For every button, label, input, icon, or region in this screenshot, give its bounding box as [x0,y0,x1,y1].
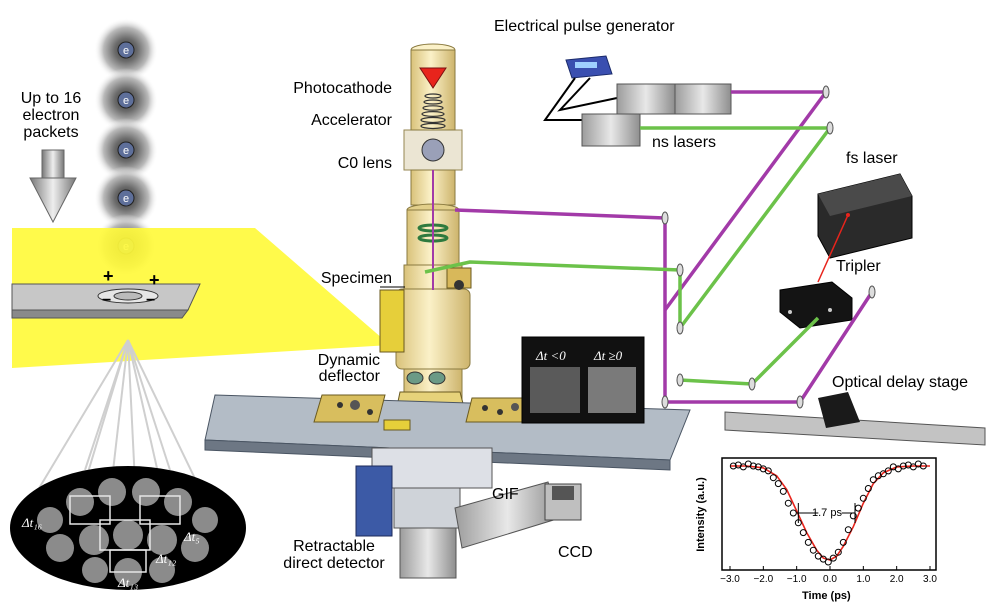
fs-laser-box [817,173,913,259]
chart-frame [721,457,937,571]
data-point [799,529,807,537]
x-tick-label: 2.0 [890,574,904,585]
label-ccd: CCD [558,544,593,561]
data-point [899,462,907,470]
electron-packet: e [94,166,158,230]
data-point [784,499,792,507]
data-point [779,487,787,495]
data-point [769,474,777,482]
detector-screen [10,466,246,590]
data-point [819,555,827,563]
data-point [864,485,872,492]
electron-packet: e [94,18,158,82]
label-deflector-2: deflector [318,368,380,385]
data-point [894,465,902,473]
ns-lasers [581,83,732,147]
optical-delay-stage [724,392,986,446]
label-packets-1: Up to 16 [20,90,82,107]
electron-symbol: e [123,95,129,107]
x-tick-label: −2.0 [753,574,773,585]
inset-chart: −3.0 −2.0 −1.0 0.0 1.0 2.0 3.0 [720,457,937,585]
sample-plus-left: + [103,266,114,286]
data-point [859,494,867,502]
data-point [919,462,927,470]
electron-packet: e [94,118,158,182]
monitor-label-right: Δt ≥0 [594,348,623,363]
electron-symbol: e [123,45,129,57]
data-point [814,552,822,560]
fit-curve [730,465,930,561]
sample-minus-right: − [146,292,156,309]
data-point [729,462,737,470]
label-fs-laser: fs laser [846,150,898,167]
data-point [809,546,817,554]
data-point [834,548,842,556]
data-point [844,526,852,534]
frame-label-dt12: Δt₁₂ [156,551,177,566]
chart-ylabel: Intensity (a.u.) [694,477,707,552]
electron-symbol: e [123,145,129,157]
sample-minus-left: − [102,292,112,309]
label-gif: GIF [492,486,519,503]
data-point [909,463,917,471]
label-specimen: Specimen [320,270,392,287]
label-retractable-2: direct detector [283,555,385,572]
label-photocathode: Photocathode [293,80,392,97]
mirrors [661,85,876,409]
monitor [521,336,645,424]
pulse-generator [543,55,618,121]
label-packets-3: packets [23,124,79,141]
sample-holder [11,283,201,319]
x-tick-label: 1.0 [856,574,870,585]
sample-plus-right: + [149,270,160,290]
label-delay-stage: Optical delay stage [832,374,969,391]
data-point [879,470,887,478]
illumination-beam [12,228,390,368]
frame-label-dt5: Δt₅ [184,529,200,544]
electron-symbol: e [123,193,129,205]
label-tripler: Tripler [836,258,881,275]
frame-label-dt16: Δt₁₆ [22,515,43,530]
data-point [884,467,892,475]
data-point [789,509,797,517]
label-c0-lens: C0 lens [337,155,392,172]
x-tick-label: −1.0 [787,574,807,585]
data-point [839,538,847,546]
label-pulse-generator: Electrical pulse generator [494,18,675,35]
monitor-label-left: Δt <0 [536,348,566,363]
x-tick-label: −3.0 [720,574,740,585]
data-point [804,538,812,546]
lower-column [355,447,582,579]
microscope-column [379,43,472,431]
electron-packet: e [94,68,158,132]
x-tick-label: 3.0 [923,574,937,585]
label-deflector-1: Dynamic [317,352,380,369]
chart-xlabel: Time (ps) [802,590,851,602]
data-point [749,462,757,470]
label-accelerator: Accelerator [311,112,392,129]
data-point [774,480,782,488]
label-ns-lasers: ns lasers [652,134,717,151]
label-retractable-1: Retractable [293,538,375,555]
data-point [869,476,877,484]
x-tick-label: 0.0 [823,574,837,585]
data-point [829,554,837,562]
data-point [739,463,747,471]
frame-label-dt13: Δt₁₃ [118,575,139,590]
label-packets-2: electron [22,107,80,124]
data-point [824,558,832,566]
chart-annotation: 1.7 ps [812,507,842,519]
data-point [764,467,772,475]
down-arrow-icon [29,149,77,224]
photocathode-cone [419,67,447,89]
